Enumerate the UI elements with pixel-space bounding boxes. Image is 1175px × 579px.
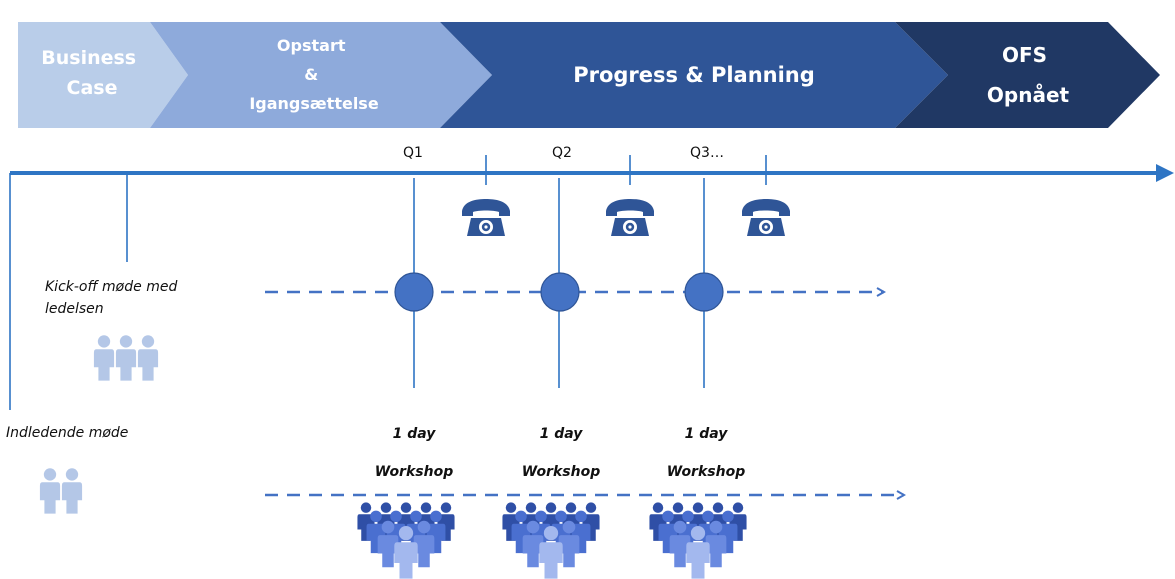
milestone-node-q2 (540, 272, 580, 312)
crowd-icon (502, 502, 600, 579)
telephone-icon (742, 199, 790, 236)
phase-opstart (150, 22, 492, 128)
crowd-icon (357, 502, 455, 579)
phone-icons (462, 199, 790, 236)
timeline-arrowhead (1156, 164, 1174, 182)
quarter-label-q3: Q3… (690, 145, 724, 161)
people-group-icon (93, 335, 159, 381)
workshop-duration-2: 1 day (540, 426, 584, 442)
phase-label-opstart: Opstart & Igangsættelse (249, 36, 378, 113)
phase-business-case (18, 22, 188, 128)
people-pair-icon (39, 468, 83, 514)
phase-label-ofs: OFS Opnået (987, 43, 1070, 107)
quarter-label-q2: Q2 (552, 145, 572, 161)
workshop-label-2: Workshop (522, 464, 600, 480)
indledende-note: Indledende møde (6, 425, 128, 441)
workshop-labels: 1 day Workshop 1 day Workshop 1 day Work… (375, 426, 745, 480)
meeting-track (265, 272, 884, 312)
telephone-icon (462, 199, 510, 236)
milestone-node-q3 (684, 272, 724, 312)
phase-label-business-case: Business Case (41, 47, 143, 99)
workshop-label-3: Workshop (667, 464, 745, 480)
quarter-label-q1: Q1 (403, 145, 423, 161)
workshop-crowds (357, 502, 747, 579)
phase-header: Business Case Opstart & Igangsættelse Pr… (18, 22, 1160, 128)
phase-labels: Business Case Opstart & Igangsættelse Pr… (41, 36, 1069, 113)
quarter-labels: Q1 Q2 Q3… (403, 145, 724, 161)
timeline (10, 164, 1174, 182)
workshop-label-1: Workshop (375, 464, 453, 480)
workshop-duration-3: 1 day (685, 426, 729, 442)
phase-progress-planning (440, 22, 948, 128)
notes: Kick-off møde med ledelsen Indledende mø… (6, 279, 182, 441)
milestone-node-q1 (394, 272, 434, 312)
phase-ofs (895, 22, 1160, 128)
workshop-duration-1: 1 day (393, 426, 437, 442)
crowd-icon (649, 502, 747, 579)
phase-label-progress-planning: Progress & Planning (573, 63, 815, 87)
telephone-icon (606, 199, 654, 236)
kickoff-note: Kick-off møde med ledelsen (45, 279, 182, 317)
